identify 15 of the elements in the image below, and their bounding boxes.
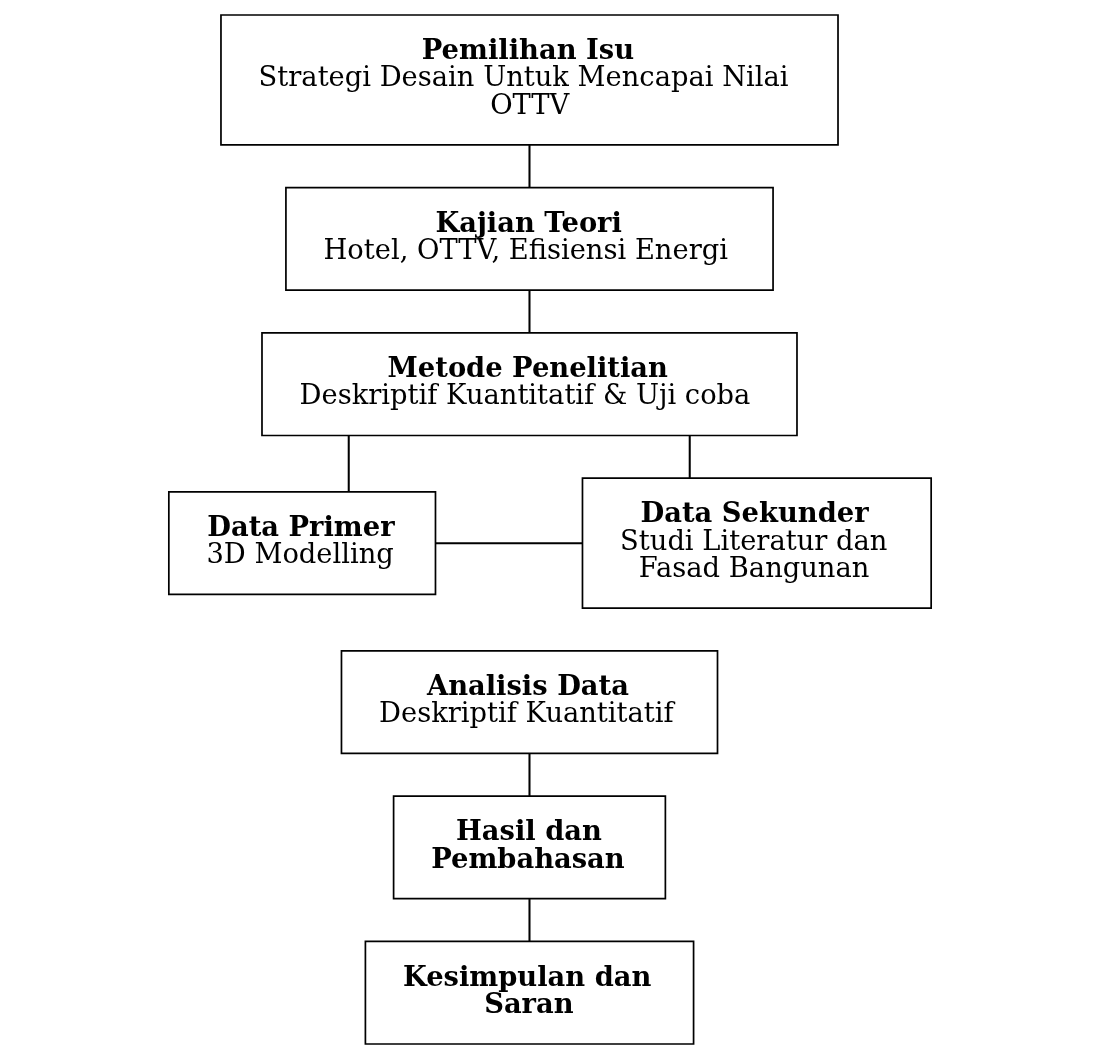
- connector: [347, 435, 350, 492]
- node-box: Metode Penelitian Deskriptif Kuantitatif & Uji coba: [260, 332, 798, 437]
- node-box: Kajian Teori Hotel, OTTV, Efisiensi Energi: [284, 186, 774, 292]
- connector: [435, 542, 582, 545]
- node-box: Analisis Data Deskriptif Kuantitatif: [340, 650, 718, 755]
- connector: [527, 145, 530, 188]
- node-box: Pemilihan Isu Strategi Desain Untuk Mencapai Nilai OTTV: [219, 14, 839, 146]
- connector: [527, 753, 530, 796]
- connector: [688, 435, 691, 478]
- node-box: Data Sekunder Studi Literatur dan Fasad Bangunan: [581, 477, 932, 609]
- node-box: Hasil dan Pembahasan: [392, 795, 666, 900]
- connector: [527, 899, 530, 942]
- node-box: Kesimpulan dan Saran: [364, 940, 694, 1045]
- node-box: Data Primer 3D Modelling: [167, 491, 436, 596]
- connector: [527, 290, 530, 333]
